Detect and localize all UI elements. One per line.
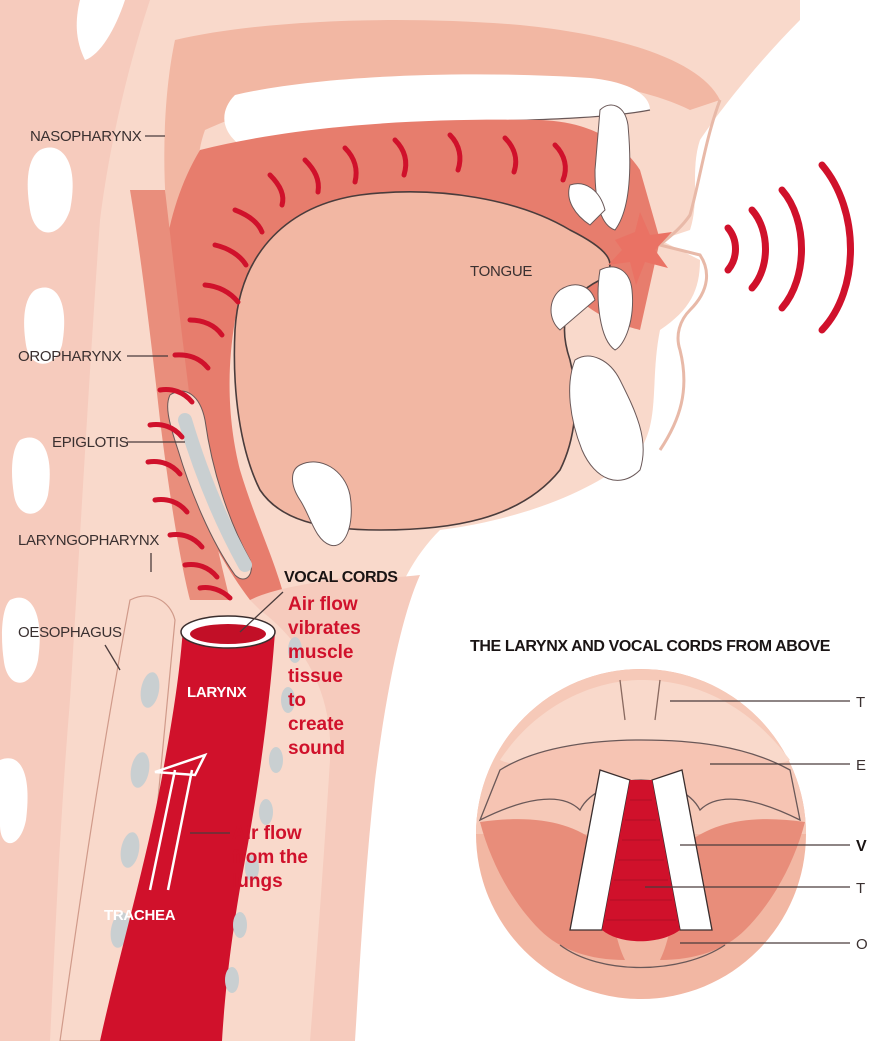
svg-text:tissue: tissue [288, 666, 343, 687]
label-epiglotis: EPIGLOTIS [52, 434, 129, 451]
sound-waves [728, 165, 851, 330]
inset-label-v: V [856, 838, 867, 855]
inset-label-t2: T [856, 880, 865, 897]
svg-text:from the: from the [232, 847, 308, 868]
label-oropharynx: OROPHARYNX [18, 348, 122, 365]
svg-text:sound: sound [288, 738, 345, 759]
label-nasopharynx: NASOPHARYNX [30, 128, 142, 145]
svg-text:create: create [288, 714, 344, 735]
label-trachea: TRACHEA [104, 907, 176, 924]
inset-label-o: O [856, 936, 867, 953]
label-laryngopharynx: LARYNGOPHARYNX [18, 532, 159, 549]
svg-text:vibrates: vibrates [288, 618, 361, 639]
svg-text:lungs: lungs [232, 871, 283, 892]
label-larynx: LARYNX [187, 684, 247, 701]
inset-title: THE LARYNX AND VOCAL CORDS FROM ABOVE [470, 638, 831, 655]
label-tongue: TONGUE [470, 263, 532, 280]
inset-label-t1: T [856, 694, 865, 711]
larynx-top-view [476, 669, 806, 999]
label-vocal-cords: VOCAL CORDS [284, 569, 398, 586]
svg-text:Air flow: Air flow [288, 594, 358, 615]
svg-text:to: to [288, 690, 306, 711]
inset-label-e: E [856, 757, 866, 774]
label-oesophagus: OESOPHAGUS [18, 624, 122, 641]
svg-text:Air flow: Air flow [232, 823, 302, 844]
svg-text:muscle: muscle [288, 642, 353, 663]
